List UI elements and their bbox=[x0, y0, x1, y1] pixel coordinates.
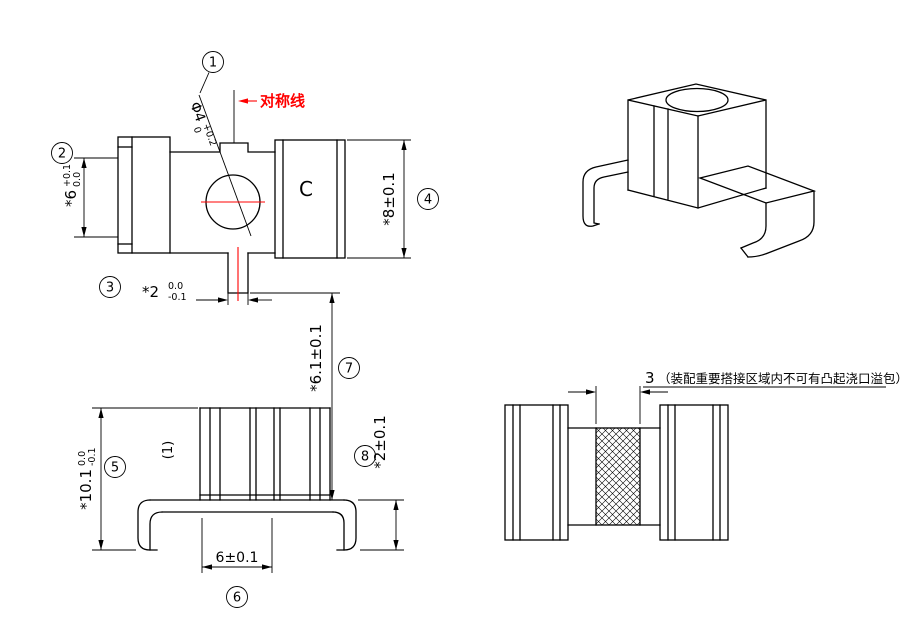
arrow-up bbox=[393, 500, 399, 510]
arrow-up bbox=[401, 140, 407, 150]
dim-width6-value: *6 bbox=[62, 190, 80, 207]
dim-height8-value: *8±0.1 bbox=[380, 172, 398, 225]
arrow-left bbox=[640, 389, 650, 395]
svg-text:6: 6 bbox=[233, 591, 241, 606]
arrow-down bbox=[401, 248, 407, 258]
dim-height101: *10.1 0.0 -0.1 bbox=[77, 407, 198, 551]
dim-phi4-tol-lower: 0 bbox=[191, 126, 203, 135]
dim-height101-value: *10.1 bbox=[77, 469, 95, 510]
arrow-left bbox=[202, 564, 212, 570]
arrow-down bbox=[393, 540, 399, 550]
gate-note-text: （装配重要搭接区域内不可有凸起浇口溢包） bbox=[658, 371, 908, 386]
arrow-right bbox=[586, 389, 596, 395]
dim-gap3-value: 3 bbox=[645, 369, 655, 387]
symmetry-arrow-icon bbox=[238, 98, 248, 104]
iso-right-flange-front bbox=[747, 190, 815, 258]
dim-width6b-value: 6±0.1 bbox=[216, 550, 259, 566]
svg-text:7: 7 bbox=[345, 362, 353, 377]
front-view-outline bbox=[117, 136, 346, 294]
balloon-1: 1 bbox=[199, 51, 224, 94]
dim-tab2-tol-upper: 0.0 bbox=[168, 281, 183, 292]
arrow-up bbox=[81, 158, 87, 168]
balloon-2: 2 bbox=[51, 142, 73, 164]
bottom-view: (1) *10.1 0.0 -0.1 6±0.1 bbox=[77, 407, 357, 573]
hatch-region bbox=[595, 427, 641, 526]
arrow-down bbox=[98, 540, 104, 550]
front-view: 对称线 C Φ4 +0.2 0 *6 +0.1 0.0 bbox=[62, 90, 411, 305]
dim-width6-tol-lower: 0.0 bbox=[72, 172, 83, 187]
arrow-left bbox=[248, 297, 258, 303]
balloon-3: 3 bbox=[99, 276, 121, 298]
svg-text:2: 2 bbox=[58, 147, 66, 162]
iso-right-flange-top bbox=[697, 165, 817, 204]
ref-label-1: (1) bbox=[161, 441, 176, 459]
side-view: 3 （装配重要搭接区域内不可有凸起浇口溢包） bbox=[504, 369, 908, 541]
balloon-8: 8 bbox=[354, 445, 376, 467]
dim-height8: *8±0.1 bbox=[347, 139, 411, 259]
dim-gap3 bbox=[568, 386, 668, 424]
dim-span61: *6.1±0.1 bbox=[250, 292, 340, 500]
iso-left-leg bbox=[582, 159, 629, 227]
cavity-letter: C bbox=[299, 177, 313, 201]
dim-tab2: *2 0.0 -0.1 bbox=[142, 281, 272, 305]
dim-phi4-value: Φ4 bbox=[186, 100, 208, 124]
dim-height101-tol-lower: -0.1 bbox=[87, 447, 98, 466]
balloon-7: 7 bbox=[338, 357, 360, 379]
balloon-4: 4 bbox=[417, 188, 439, 210]
svg-text:3: 3 bbox=[106, 281, 114, 296]
dim-phi4: Φ4 +0.2 0 bbox=[186, 100, 218, 148]
arrow-right bbox=[218, 297, 228, 303]
side-view-outline bbox=[504, 404, 729, 541]
balloon-callouts: 1 2 3 4 5 6 7 8 bbox=[51, 51, 439, 608]
arrow-down bbox=[329, 490, 335, 500]
gate-note: 3 （装配重要搭接区域内不可有凸起浇口溢包） bbox=[643, 369, 908, 388]
symmetry-callout: 对称线 bbox=[238, 92, 305, 110]
arrow-right bbox=[262, 564, 272, 570]
dim-leg2: *2±0.1 bbox=[358, 415, 404, 551]
symmetry-label: 对称线 bbox=[260, 92, 305, 110]
phi4-leader-line bbox=[198, 94, 252, 237]
dim-leg2-value: *2±0.1 bbox=[371, 415, 389, 468]
dim-height101-tol-upper: 0.0 bbox=[77, 451, 88, 466]
iso-bore-hole bbox=[665, 87, 729, 113]
arrow-up bbox=[329, 293, 335, 303]
iso-view bbox=[582, 83, 817, 258]
dim-width6: *6 +0.1 0.0 bbox=[62, 157, 118, 238]
dim-width6b: 6±0.1 bbox=[201, 518, 273, 573]
dim-tab2-tol-lower: -0.1 bbox=[168, 292, 187, 303]
balloon-6: 6 bbox=[226, 586, 248, 608]
arrow-up bbox=[98, 408, 104, 418]
arrow-down bbox=[81, 227, 87, 237]
dim-width6-tol-upper: +0.1 bbox=[62, 164, 73, 187]
bottom-view-outline bbox=[137, 407, 357, 551]
svg-text:5: 5 bbox=[111, 461, 119, 476]
svg-text:4: 4 bbox=[424, 193, 432, 208]
svg-text:8: 8 bbox=[361, 450, 369, 465]
dim-tab2-value: *2 bbox=[142, 283, 159, 301]
balloon-5: 5 bbox=[104, 456, 126, 478]
dim-span61-value: *6.1±0.1 bbox=[307, 324, 325, 392]
dim-phi4-tol-upper: +0.2 bbox=[200, 122, 218, 147]
svg-text:1: 1 bbox=[209, 56, 217, 71]
